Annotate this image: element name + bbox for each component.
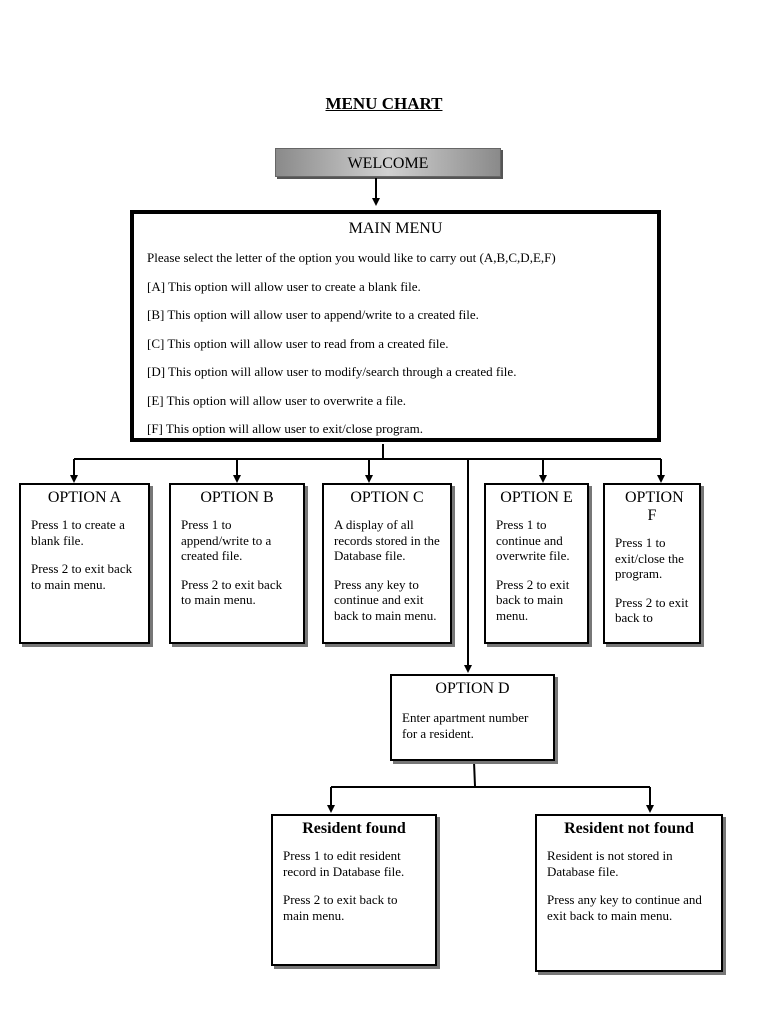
option-b-box: OPTION B Press 1 to append/write to a cr… <box>169 483 305 644</box>
option-a-text-2: Press 2 to exit back to main menu. <box>31 561 133 592</box>
chart-title: MENU CHART <box>325 94 443 113</box>
resident-not-found-text-1: Resident is not stored in Database file. <box>547 848 673 879</box>
option-c-text-2: Press any key to continue and exit back … <box>334 576 437 623</box>
welcome-box: WELCOME <box>275 148 501 177</box>
option-b-text-1: Press 1 to append/write to a created fil… <box>181 517 272 563</box>
resident-not-found-text-2: Press any key to continue and exit back … <box>547 892 702 923</box>
resident-not-found-heading: Resident not found <box>564 820 694 837</box>
main-menu-option-a: [A] This option will allow user to creat… <box>147 279 421 294</box>
main-menu-option-e: [E] This option will allow user to overw… <box>147 393 406 408</box>
option-c-heading: OPTION C <box>350 489 424 506</box>
option-f-text-2: Press 2 to exit back to <box>615 594 689 626</box>
main-menu-option-b: [B] This option will allow user to appen… <box>147 307 479 322</box>
option-f-heading: OPTION F <box>625 489 684 524</box>
option-b-heading: OPTION B <box>200 489 274 506</box>
option-a-heading: OPTION A <box>47 489 122 506</box>
main-menu-box: MAIN MENU Please select the letter of th… <box>130 210 661 442</box>
option-d-box: OPTION D Enter apartment number for a re… <box>390 674 555 761</box>
option-d-text-1: Enter apartment number for a resident. <box>402 710 529 741</box>
option-d-heading: OPTION D <box>435 680 510 697</box>
option-b-text-2: Press 2 to exit back to main menu. <box>181 576 283 608</box>
resident-found-box: Resident found Press 1 to edit resident … <box>271 814 437 966</box>
option-c-text-1: A display of all records stored in the D… <box>334 517 440 563</box>
resident-not-found-box: Resident not found Resident is not store… <box>535 814 723 972</box>
option-c-box: OPTION C A display of all records stored… <box>322 483 452 644</box>
main-menu-prompt: Please select the letter of the option y… <box>147 250 556 265</box>
option-f-box: OPTION F Press 1 to exit/close the progr… <box>603 483 701 644</box>
resident-found-text-2: Press 2 to exit back to main menu. <box>283 892 398 923</box>
option-a-text-1: Press 1 to create a blank file. <box>31 517 125 548</box>
option-a-box: OPTION A Press 1 to create a blank file.… <box>19 483 150 644</box>
option-f-text-1: Press 1 to exit/close the program. <box>615 535 684 581</box>
option-e-heading: OPTION E <box>500 489 573 506</box>
resident-found-text-1: Press 1 to edit resident record in Datab… <box>283 848 405 879</box>
main-menu-heading: MAIN MENU <box>348 220 443 237</box>
main-menu-option-c: [C] This option will allow user to read … <box>147 336 449 351</box>
option-e-box: OPTION E Press 1 to continue and overwri… <box>484 483 589 644</box>
main-menu-option-f: [F] This option will allow user to exit/… <box>147 421 423 436</box>
resident-found-heading: Resident found <box>302 820 406 837</box>
option-e-text-2: Press 2 to exit back to main menu. <box>496 576 570 623</box>
option-e-text-1: Press 1 to continue and overwrite file. <box>496 517 570 563</box>
main-menu-option-d: [D] This option will allow user to modif… <box>147 364 517 379</box>
